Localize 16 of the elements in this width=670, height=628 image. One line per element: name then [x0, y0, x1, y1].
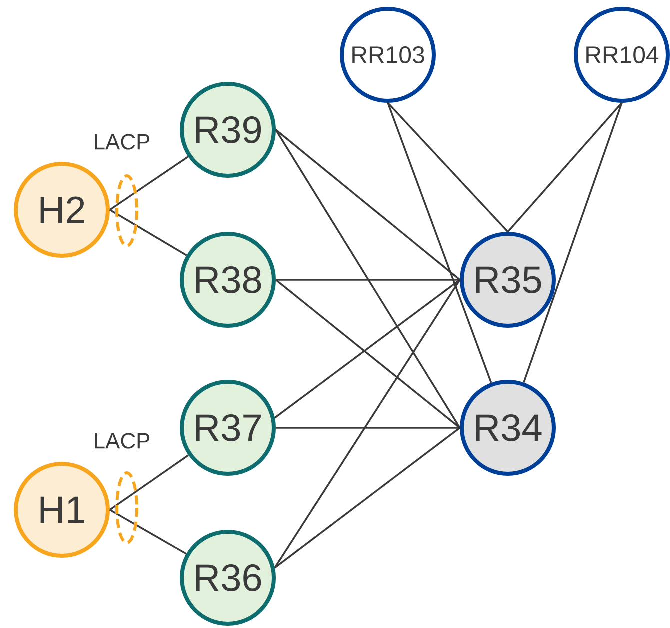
link-line: [109, 454, 190, 511]
link-line: [274, 427, 461, 569]
link-line: [275, 130, 461, 428]
link-line: [387, 102, 509, 233]
link-line: [276, 279, 460, 281]
link-line: [110, 156, 189, 211]
link-line: [507, 102, 623, 233]
link-line: [275, 129, 461, 281]
link-line: [110, 509, 187, 555]
link-line: [387, 102, 492, 384]
link-line: [274, 280, 461, 568]
link-line: [276, 427, 460, 429]
link-label: LACP: [95, 433, 150, 449]
link-line: [110, 209, 188, 256]
link-line: [523, 102, 623, 383]
link-label: LACP: [95, 134, 150, 150]
